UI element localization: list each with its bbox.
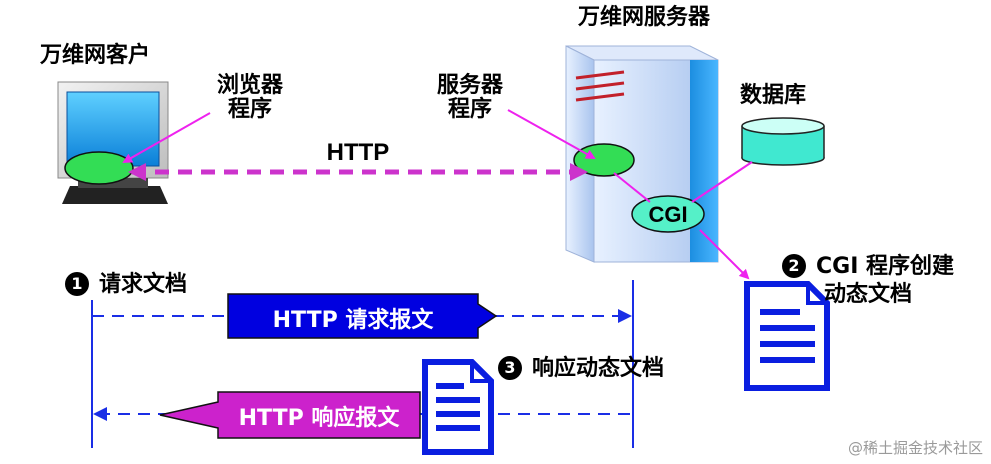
server-cgi-link	[613, 172, 651, 203]
watermark: @稀土掘金技术社区	[847, 439, 983, 457]
cgi-node	[631, 195, 705, 233]
dynamic-document-icon	[744, 281, 830, 391]
cgi-database-link	[691, 161, 753, 203]
browser-pointer	[122, 112, 211, 163]
response-message-label: HTTP 响应报文	[238, 406, 400, 431]
request-arrow-shape	[227, 293, 498, 339]
step-2: 2 CGI 程序创建 动态文档	[782, 254, 954, 307]
client-title: 万维网客户	[40, 43, 151, 68]
cgi-document-arrow	[699, 229, 750, 280]
database-label: 数据库	[740, 83, 807, 108]
step-2-text-line-2: 动态文档	[824, 282, 913, 308]
request-message-label: HTTP 请求报文	[272, 308, 434, 333]
step-2-number: 2	[782, 254, 806, 278]
browser-program-node	[64, 151, 134, 185]
step-1-text: 请求文档	[99, 272, 188, 297]
browser-program-line-1: 浏览器	[216, 73, 283, 98]
server-program-label: 服务器 程序	[425, 73, 515, 123]
server-program-line-2: 程序	[447, 97, 492, 123]
server-pointer	[507, 109, 596, 159]
client-computer-icon	[57, 81, 169, 204]
response-document-icon	[422, 359, 494, 455]
step-1: 1 请求文档	[65, 272, 187, 297]
server-title: 万维网服务器	[578, 5, 711, 30]
http-label: HTTP	[327, 139, 390, 166]
step-3-number: 3	[498, 356, 522, 380]
step-1-number: 1	[65, 272, 89, 296]
database-icon	[741, 117, 825, 166]
step-2-text-line-1: CGI 程序创建	[816, 254, 955, 279]
browser-program-label: 浏览器 程序	[205, 73, 295, 123]
step-3-text: 响应动态文档	[532, 356, 665, 381]
cgi-label: CGI	[648, 202, 687, 227]
browser-program-line-2: 程序	[227, 97, 272, 123]
response-arrow-shape	[159, 391, 421, 439]
server-program-line-1: 服务器	[436, 73, 503, 98]
step-3: 3 响应动态文档	[498, 356, 664, 381]
